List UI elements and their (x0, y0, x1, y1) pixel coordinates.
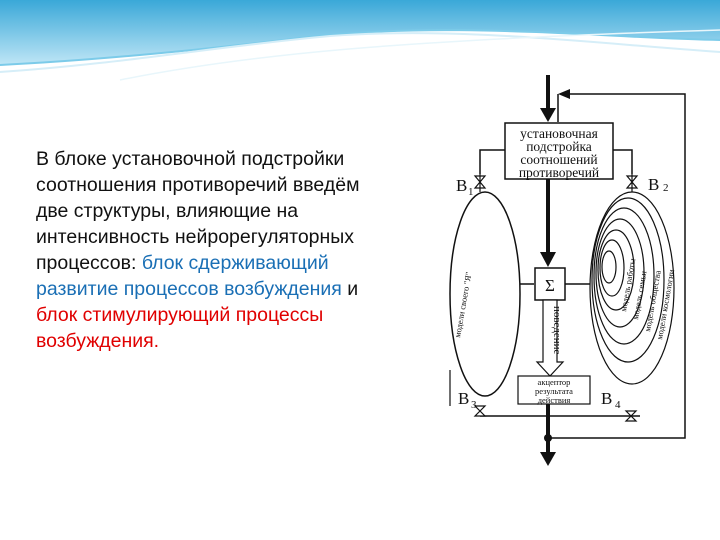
world-models-ellipses (589, 191, 675, 385)
valve-b4 (624, 410, 638, 422)
acceptor-line-1: акцептор (538, 377, 571, 387)
self-model-ellipse (449, 191, 521, 397)
valve-b3-sub: 3 (471, 399, 477, 411)
slide-body-text: В блоке установочной подстройки соотноше… (36, 146, 396, 354)
valve-b1 (473, 174, 487, 192)
valve-b4-sub: 4 (615, 399, 621, 411)
valve-b2-sub: 2 (663, 182, 669, 194)
behavior-label: поведение (551, 306, 563, 355)
valve-b1-letter: B (456, 176, 467, 195)
setup-box-line-3: соотношений (520, 152, 597, 167)
setup-box (504, 122, 614, 180)
feedback-loop (550, 93, 686, 439)
valve-b3 (473, 405, 487, 417)
connector-text: и (341, 278, 359, 300)
acceptor-line-3: действия (538, 395, 571, 405)
acceptor-box (517, 375, 591, 405)
intro-text: В блоке установочной подстройки соотноше… (36, 148, 360, 274)
acceptor-line-2: результата (535, 386, 573, 396)
valve-b4-letter: B (601, 389, 612, 408)
valve-b3-letter: B (458, 389, 469, 408)
setup-box-line-1: установочная (520, 126, 598, 141)
valve-b2 (625, 174, 639, 192)
header-wave (0, 0, 720, 81)
self-model-label: модели своего "Я" (452, 271, 473, 338)
valve-b2-letter: B (648, 175, 659, 194)
setup-box-line-2: подстройка (526, 139, 592, 154)
valve-b1-sub: 1 (468, 186, 474, 198)
neuroregulation-diagram: установочная подстройка соотношений прот… (449, 75, 686, 466)
behavior-arrow (535, 299, 565, 377)
stimulating-block-text: блок стимулирующий процессы возбуждения. (36, 304, 324, 352)
setup-box-line-4: противоречий (519, 165, 599, 180)
inhibiting-block-text: блок сдерживающий развитие процессов воз… (36, 252, 342, 300)
sum-symbol: Σ (545, 276, 555, 295)
